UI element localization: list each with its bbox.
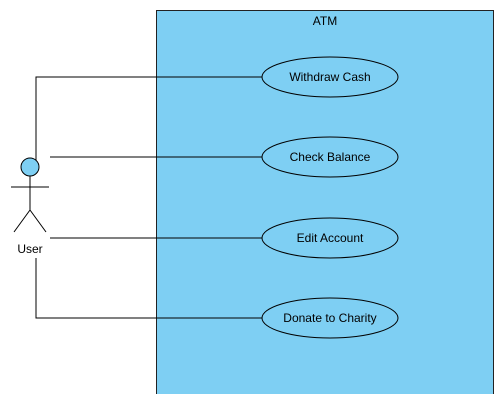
actor-name: User	[17, 242, 42, 256]
use-case-label: Check Balance	[290, 150, 371, 164]
use-case-withdraw-cash[interactable]: Withdraw Cash	[261, 56, 399, 98]
actor-right-leg	[29, 209, 47, 233]
use-case-edit-account[interactable]: Edit Account	[261, 217, 399, 259]
system-title: ATM	[313, 14, 337, 28]
actor-left-leg	[13, 209, 31, 233]
actor-head	[20, 157, 40, 177]
actor-user[interactable]: User	[11, 157, 49, 256]
association-withdraw-cash	[35, 76, 263, 160]
association-donate-to-charity	[35, 258, 263, 319]
use-case-label: Withdraw Cash	[289, 70, 370, 84]
use-case-label: Edit Account	[297, 231, 364, 245]
use-case-check-balance[interactable]: Check Balance	[261, 136, 399, 178]
use-case-label: Donate to Charity	[283, 311, 376, 325]
use-case-donate-to-charity[interactable]: Donate to Charity	[261, 297, 399, 339]
